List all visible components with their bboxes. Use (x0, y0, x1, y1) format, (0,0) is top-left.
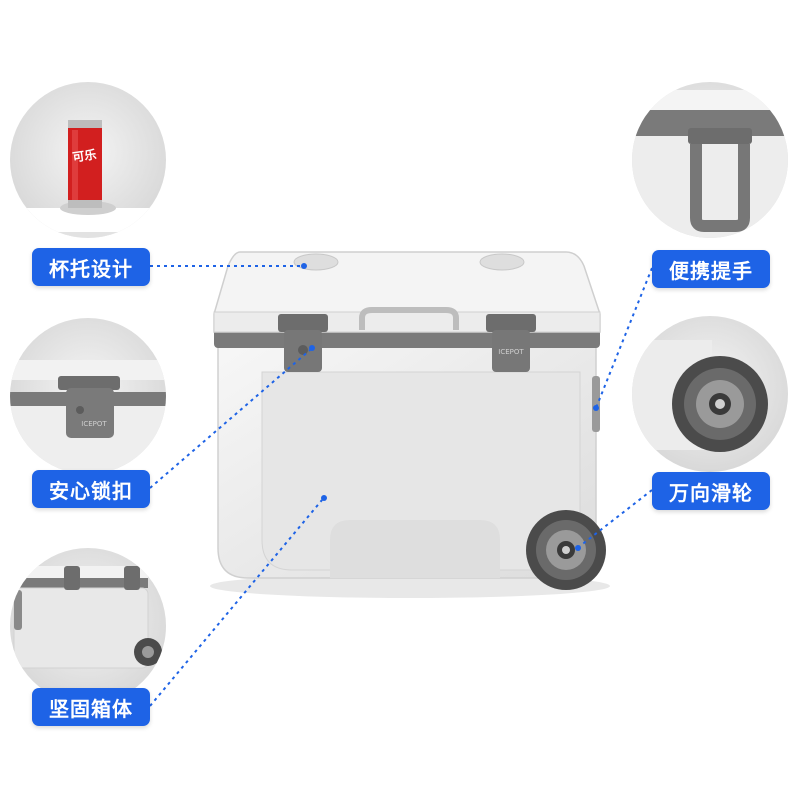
can-label: 可乐 (71, 146, 97, 164)
feature-label-body: 坚固箱体 (32, 688, 150, 726)
detail-cup-holder: 可乐 (10, 82, 166, 238)
lock-logo: ICEPOT (81, 420, 107, 428)
detail-handle (632, 82, 788, 238)
connector-lines (149, 265, 653, 707)
connector-dots (301, 263, 599, 551)
detail-body (10, 548, 166, 704)
detail-wheel (632, 316, 788, 472)
latch-right: ICEPOT (486, 314, 536, 372)
detail-lock: ICEPOT (10, 318, 166, 474)
main-wheel (526, 510, 606, 590)
feature-label-handle: 便携提手 (652, 250, 770, 288)
wheel-icon (672, 356, 768, 452)
latch-left (278, 314, 328, 372)
soda-can-icon: 可乐 (68, 120, 102, 208)
handle-icon (688, 128, 752, 232)
main-cooler: ICEPOT (210, 251, 610, 598)
feature-label-cup-holder: 杯托设计 (32, 248, 150, 286)
logo-text: ICEPOT (498, 348, 524, 356)
lock-icon: ICEPOT (58, 376, 120, 438)
feature-label-lock: 安心锁扣 (32, 470, 150, 508)
feature-label-wheel: 万向滑轮 (652, 472, 770, 510)
